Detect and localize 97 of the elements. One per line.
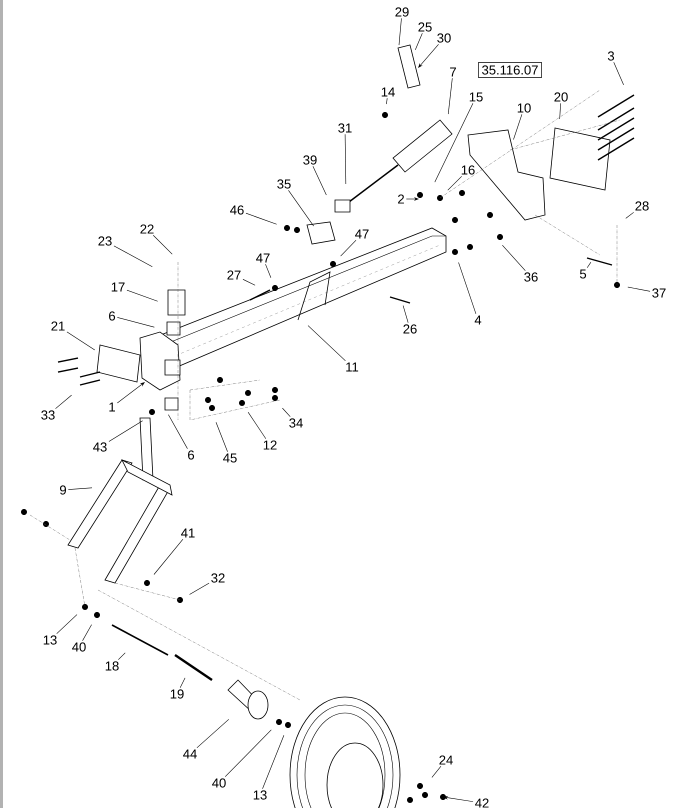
leader-line: [248, 412, 266, 440]
callout-number: 39: [303, 155, 317, 165]
callout-number: 9: [60, 485, 66, 495]
leader-line: [628, 286, 650, 292]
callout-number: 31: [338, 123, 352, 133]
leader-line: [189, 582, 210, 595]
leader-line: [180, 678, 186, 688]
leader-line: [415, 33, 423, 50]
callout-number: 27: [227, 270, 241, 280]
leader-line: [308, 325, 346, 362]
callout-number: 47: [256, 254, 270, 262]
callout-number: 40: [212, 778, 226, 788]
leader-line: [282, 408, 291, 417]
leader-line: [262, 734, 284, 789]
leader-line: [224, 730, 272, 777]
callout-number: 3: [608, 51, 614, 61]
callout-number: 46: [230, 205, 244, 215]
leader-line: [82, 624, 92, 641]
leader-line: [108, 420, 143, 442]
callout-number: 19: [170, 689, 184, 699]
leader-line: [625, 212, 634, 219]
callout-number: 12: [264, 440, 277, 450]
leader-line: [432, 766, 442, 778]
callout-number: 1: [109, 402, 115, 412]
callout-number: 35: [277, 179, 291, 189]
leader-line: [386, 98, 388, 104]
callout-number: 30: [437, 33, 451, 43]
callout-number: 34: [289, 418, 303, 428]
callout-number: 37: [652, 288, 666, 298]
leader-line: [66, 332, 96, 350]
callout-number: 33: [41, 410, 55, 420]
callout-number: 22: [140, 224, 154, 234]
callout-number: 14: [382, 88, 395, 96]
leader-line: [398, 18, 402, 46]
leader-line: [586, 262, 592, 268]
leader-line: [68, 488, 92, 490]
callout-number: 41: [181, 528, 195, 538]
callout-number: 4: [474, 316, 482, 324]
leader-line: [246, 212, 277, 225]
leader-line: [152, 234, 173, 255]
callout-number: 21: [51, 321, 65, 331]
leader-line: [402, 305, 408, 323]
callout-number: 10: [518, 103, 531, 113]
leader-line: [418, 44, 439, 68]
callout-number: 47: [355, 230, 369, 238]
leader-line: [312, 166, 327, 196]
leader-line: [502, 244, 526, 271]
leader-line: [613, 62, 624, 86]
leader-line: [168, 414, 188, 449]
leader-line: [242, 279, 256, 286]
leader-line: [216, 422, 228, 452]
leader-line: [447, 176, 462, 191]
leader-line: [434, 102, 474, 182]
callout-number: 5: [580, 269, 586, 279]
leader-line: [118, 652, 126, 660]
reference-box: 35.116.07: [478, 62, 542, 78]
callout-number: 6: [188, 450, 194, 460]
callout-number: 6: [109, 311, 116, 321]
callout-number: 18: [106, 661, 119, 671]
callout-number: 11: [346, 362, 358, 372]
callout-number: 40: [72, 642, 86, 652]
callout-number: 43: [93, 442, 107, 452]
leader-line: [114, 246, 153, 268]
leader-line: [265, 264, 272, 278]
callout-number: 32: [211, 573, 225, 583]
callout-number: 36: [524, 272, 538, 282]
callout-number: 29: [395, 7, 409, 17]
callout-number: 16: [462, 165, 475, 175]
callout-number: 17: [112, 282, 125, 292]
leader-line: [126, 290, 158, 302]
leader-line: [513, 114, 522, 140]
callout-number: 7: [450, 68, 456, 76]
leader-line: [55, 394, 72, 409]
callout-number: 25: [418, 22, 432, 32]
leader-line: [196, 719, 230, 748]
callout-number: 2: [398, 194, 404, 204]
leader-line: [559, 103, 561, 120]
callout-number: 24: [439, 755, 453, 765]
callout-number: 42: [475, 798, 489, 808]
callout-number: 20: [554, 92, 568, 102]
callout-number: 26: [403, 324, 417, 334]
leader-line: [154, 538, 184, 575]
leader-line: [458, 262, 476, 314]
leader-line: [448, 78, 453, 114]
leader-line: [117, 382, 145, 404]
callout-number: 28: [635, 201, 649, 211]
callout-number: 44: [183, 750, 197, 758]
leader-line: [340, 240, 356, 256]
callout-number: 23: [98, 236, 112, 246]
leader-line: [344, 134, 346, 184]
leader-line: [288, 190, 314, 226]
callout-number: 45: [223, 453, 237, 463]
callout-number: 15: [470, 92, 483, 102]
callout-number: 13: [44, 635, 57, 645]
leader-line: [117, 317, 155, 328]
leader-line: [56, 614, 78, 634]
callout-number: 13: [254, 790, 267, 800]
